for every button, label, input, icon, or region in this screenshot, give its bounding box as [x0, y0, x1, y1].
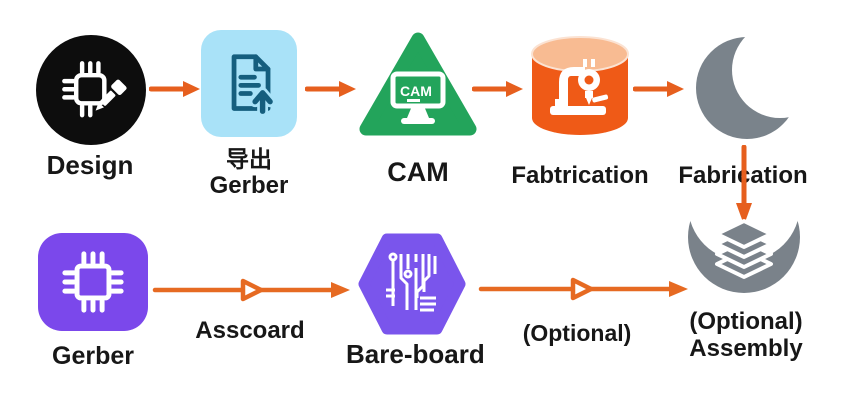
fabtrication-label: Fabtrication	[511, 162, 649, 189]
arrow-design-to-export	[149, 79, 201, 99]
bare-board-node	[356, 232, 468, 336]
arrow-export-to-cam	[305, 79, 357, 99]
export-gerber-node	[201, 30, 297, 137]
assembly-node	[684, 215, 804, 315]
pcb-traces-icon	[356, 232, 468, 336]
cam-node: CAM	[357, 30, 479, 140]
arrow-bareboard-to-assembly	[478, 274, 690, 304]
gerber-node	[38, 233, 148, 331]
asscoard-label: Asscoard	[195, 317, 305, 344]
fabtrication-node	[526, 30, 634, 143]
export-gerber-label-line2: Gerber	[209, 172, 289, 199]
cam-label: CAM	[387, 157, 449, 187]
assembly-label-line2: Assembly	[689, 335, 803, 362]
drill-machine-icon	[526, 30, 634, 143]
chip-pencil-icon	[54, 53, 128, 127]
assembly-label-line1: (Optional)	[689, 308, 803, 335]
cam-monitor-text: CAM	[400, 83, 432, 99]
design-label: Design	[46, 150, 134, 180]
bare-board-label: Bare-board	[346, 339, 485, 369]
document-upload-icon	[215, 47, 283, 121]
design-node	[36, 35, 146, 145]
layer-stack-bowl-icon	[684, 215, 804, 315]
arrow-fabtrication-to-fabrication	[633, 79, 685, 99]
cam-monitor-icon: CAM	[357, 30, 479, 140]
crescent-moon-icon	[696, 28, 804, 140]
arrow-cam-to-fabtrication	[472, 79, 524, 99]
arrow-gerber-to-bareboard	[152, 275, 352, 305]
optional-label: (Optional)	[522, 320, 632, 346]
gerber-label: Gerber	[52, 342, 134, 370]
microchip-icon	[55, 244, 131, 320]
export-gerber-label-line1: 导出	[226, 146, 272, 172]
fabrication-node	[696, 28, 804, 140]
arrow-fabrication-to-assembly	[734, 145, 754, 227]
